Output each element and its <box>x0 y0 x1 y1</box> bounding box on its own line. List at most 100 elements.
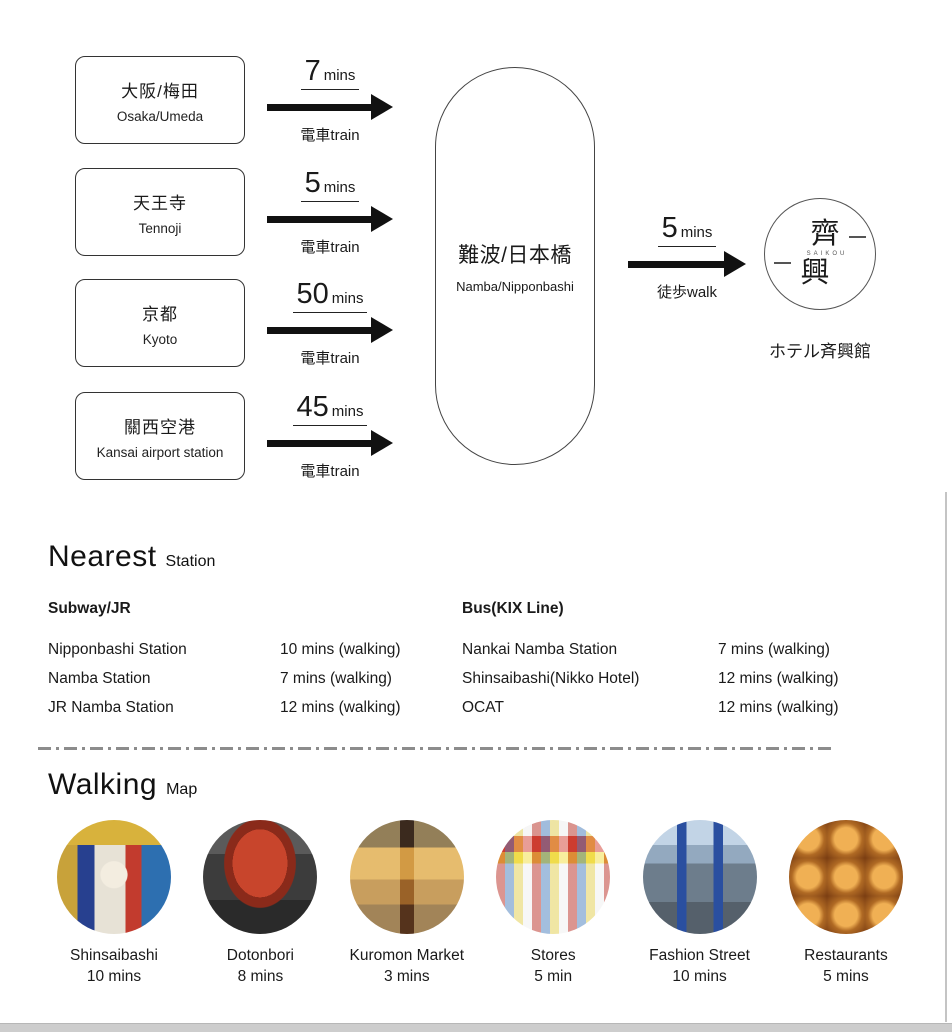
origin-box-kyoto: 京都 Kyoto <box>75 279 245 367</box>
walking-item-shinsaibashi: Shinsaibashi 10 mins <box>44 820 184 987</box>
travel-time-unit: mins <box>331 403 364 420</box>
origin-name-jp: 京都 <box>142 304 178 324</box>
page-bottom-edge <box>0 1023 952 1032</box>
dotonbori-crab-sign-photo <box>203 820 318 934</box>
travel-mode: 電車train <box>300 460 359 481</box>
destination-name: Fashion Street <box>649 947 750 964</box>
takoyaki-photo <box>788 820 903 934</box>
arrow-right-icon <box>267 317 393 343</box>
walking-item-restaurants: Restaurants 5 mins <box>776 820 916 987</box>
travel-time-value: 7 <box>304 55 321 87</box>
origin-name-en: Osaka/Umeda <box>116 108 204 124</box>
travel-mode-jp: 電車 <box>300 239 331 256</box>
origin-name-en: Kyoto <box>142 331 178 347</box>
bus-kix-column: Bus(KIX Line) Nankai Namba Station 7 min… <box>462 600 904 722</box>
hub-namba-nipponbashi: 難波/日本橋 Namba/Nipponbashi <box>435 67 595 465</box>
station-time: 12 mins (walking) <box>718 699 839 716</box>
walking-destinations: Shinsaibashi 10 mins Dotonbori 8 mins Ku… <box>44 820 916 987</box>
arrow-head <box>371 430 393 456</box>
origin-name-jp: 天王寺 <box>133 193 187 213</box>
destination-time: 10 mins <box>86 968 142 985</box>
station-row: Nankai Namba Station 7 mins (walking) <box>462 635 904 664</box>
travel-mode: 電車train <box>300 347 359 368</box>
walk-mode: 徒歩walk <box>657 281 717 302</box>
walk-mode-jp: 徒歩 <box>656 284 687 301</box>
travel-mode-jp: 電車 <box>300 463 331 480</box>
arrow-head <box>371 206 393 232</box>
arrow-head <box>371 94 393 120</box>
logo-caption: SAIKOU <box>806 251 848 257</box>
destination-time: 8 mins <box>237 968 284 985</box>
column-header: Subway/JR <box>48 600 131 617</box>
travel-time-value: 50 <box>296 278 329 310</box>
nearest-station-section: Nearest Station Subway/JR Nipponbashi St… <box>48 540 904 722</box>
station-name: JR Namba Station <box>48 699 174 716</box>
station-columns: Subway/JR Nipponbashi Station 10 mins (w… <box>48 600 904 722</box>
origin-box-tennoji: 天王寺 Tennoji <box>75 168 245 256</box>
shinsaibashi-billboards-photo <box>57 820 171 934</box>
arrow-shaft <box>628 260 724 268</box>
destination-name: Shinsaibashi <box>70 947 158 964</box>
walk-time-unit: mins <box>680 224 713 241</box>
walk-time-value: 5 <box>661 212 678 244</box>
travel-time-unit: mins <box>323 67 356 84</box>
scrollbar[interactable] <box>945 492 947 1022</box>
walk-mode-en: walk <box>687 284 718 301</box>
travel-time-unit: mins <box>323 179 356 196</box>
hotel-name-label: ホテル斉興館 <box>769 342 871 361</box>
station-time: 7 mins (walking) <box>718 641 830 658</box>
destination-name: Stores <box>530 947 576 964</box>
kuromon-market-photo <box>349 820 464 934</box>
logo-deco-line <box>774 262 791 264</box>
fashion-street-photo <box>642 820 757 934</box>
column-header: Bus(KIX Line) <box>462 600 564 617</box>
station-name: Namba Station <box>48 670 151 687</box>
logo-deco-line <box>849 236 866 238</box>
travel-mode-jp: 電車 <box>300 127 331 144</box>
logo-kanji-1: 齊 <box>810 218 840 250</box>
origin-name-jp: 關西空港 <box>124 417 196 437</box>
origin-name-en: Tennoji <box>138 220 182 236</box>
origin-box-kansai-airport: 關西空港 Kansai airport station <box>75 392 245 480</box>
walking-item-kuromon-market: Kuromon Market 3 mins <box>337 820 477 987</box>
destination-time: 3 mins <box>383 968 430 985</box>
logo-kanji-2: 興 <box>800 257 830 289</box>
origin-name-en: Kansai airport station <box>96 444 224 460</box>
destination-time: 10 mins <box>672 968 727 985</box>
arrow-shaft <box>267 215 371 223</box>
travel-time-unit: mins <box>331 290 364 307</box>
section-subtitle: Station <box>165 553 216 570</box>
origin-box-osaka-umeda: 大阪/梅田 Osaka/Umeda <box>75 56 245 144</box>
arrow-right-icon <box>628 251 746 277</box>
arrow-shaft <box>267 439 371 447</box>
walking-title-line: Walking Map <box>48 768 916 802</box>
station-name: Nipponbashi Station <box>48 641 187 658</box>
walking-item-fashion-street: Fashion Street 10 mins <box>630 820 770 987</box>
station-row: Namba Station 7 mins (walking) <box>48 664 462 693</box>
station-name: OCAT <box>462 699 504 716</box>
walking-item-dotonbori: Dotonbori 8 mins <box>190 820 330 987</box>
subway-jr-column: Subway/JR Nipponbashi Station 10 mins (w… <box>48 600 462 722</box>
travel-time-value: 45 <box>296 391 329 423</box>
arrow-head <box>724 251 746 277</box>
travel-mode-en: train <box>330 127 360 144</box>
arrow-right-icon <box>267 206 393 232</box>
station-row: OCAT 12 mins (walking) <box>462 693 904 722</box>
travel-mode-en: train <box>330 463 360 480</box>
dashed-divider <box>38 747 836 750</box>
travel-mode-en: train <box>330 239 360 256</box>
section-title: Nearest <box>48 540 157 573</box>
origin-name-jp: 大阪/梅田 <box>121 81 199 101</box>
